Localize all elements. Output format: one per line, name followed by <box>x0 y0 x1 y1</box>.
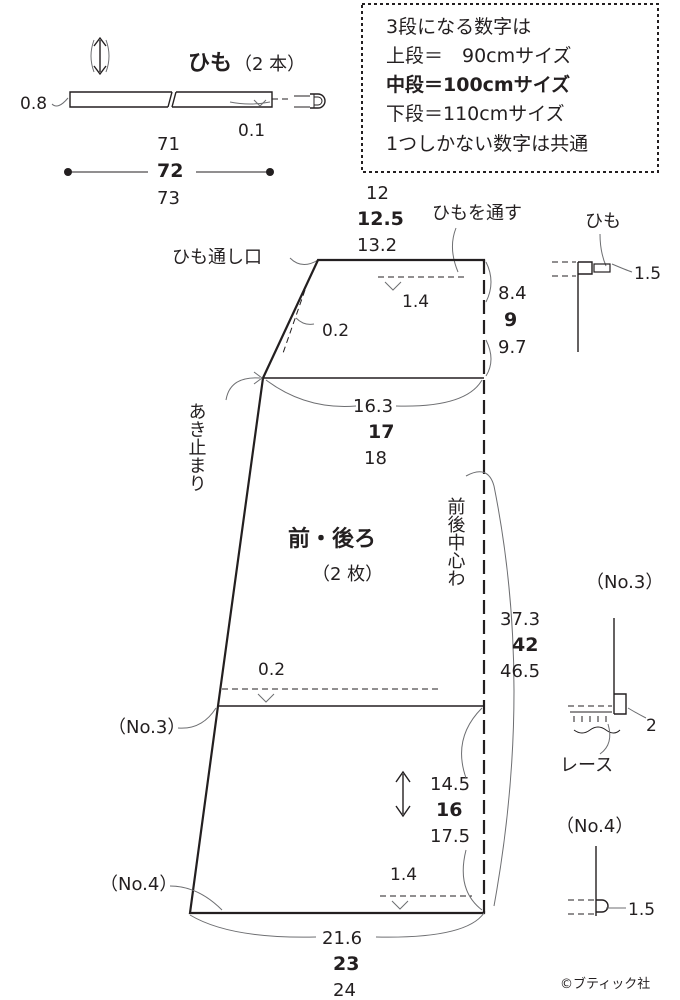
yoke-width-100: 17 <box>368 421 394 443</box>
cord-count: （2 本） <box>234 54 305 75</box>
legend-line-1: 3段になる数字は <box>386 16 531 38</box>
pass-cord-label: ひもを通す <box>432 203 522 224</box>
top-width-90: 12 <box>366 183 389 204</box>
casing-height-90: 8.4 <box>498 283 527 304</box>
length-110: 46.5 <box>500 661 540 682</box>
casing-seam-label: 1.4 <box>402 292 429 312</box>
cord-piece: ひも （2 本） 0.8 0.1 71 72 73 <box>20 36 326 209</box>
double-arrow-icon <box>395 770 411 818</box>
no4-left-label: （No.4） <box>100 874 177 895</box>
legend-line-3: 中段＝100cmサイズ <box>386 73 570 96</box>
hem-width-90: 21.6 <box>322 928 362 949</box>
detail-cord-label: ひも <box>585 211 621 232</box>
double-arrow-icon <box>90 36 110 76</box>
piece-count: （2 枚） <box>312 564 383 585</box>
detail-no4-label: （No.4） <box>556 816 633 837</box>
legend-line-5: 1つしかない数字は共通 <box>386 133 588 155</box>
top-width-110: 13.2 <box>357 235 397 256</box>
detail-lace: （No.3） 2 レース <box>560 572 663 776</box>
open-stop-label: あき止まり <box>186 402 207 492</box>
cord-opening-label: ひも通し口 <box>172 247 262 268</box>
tier-height-100: 16 <box>436 799 462 821</box>
detail-lace-allow: 2 <box>646 716 657 736</box>
legend-line-4: 下段＝110cmサイズ <box>386 103 565 125</box>
hem-width-100: 23 <box>333 953 359 975</box>
cord-title: ひも <box>188 51 232 76</box>
copyright: ©ブティック社 <box>560 976 650 992</box>
detail-hem-allow: 1.5 <box>628 900 655 920</box>
tier-height-90: 14.5 <box>430 774 470 795</box>
cord-len-90: 71 <box>157 134 180 155</box>
slant-seam-label: 0.2 <box>322 321 349 341</box>
casing-height-100: 9 <box>504 309 517 331</box>
piece-name: 前・後ろ <box>288 526 376 552</box>
cord-cross-section <box>294 93 326 109</box>
length-90: 37.3 <box>500 609 540 630</box>
yoke-width-90: 16.3 <box>353 396 393 417</box>
cord-fold-label: 0.1 <box>238 121 265 141</box>
casing-height-110: 9.7 <box>498 337 527 358</box>
top-width-100: 12.5 <box>357 208 404 230</box>
cord-len-100: 72 <box>157 160 183 182</box>
no3-left-label: （No.3） <box>108 717 185 738</box>
detail-cord-casing: ひも 1.5 <box>552 211 661 352</box>
legend-box: 3段になる数字は 上段＝ 90cmサイズ 中段＝100cmサイズ 下段＝110c… <box>361 3 659 173</box>
tier-seam-label: 0.2 <box>258 660 285 680</box>
detail-cord-allow: 1.5 <box>634 264 661 284</box>
tier-height-110: 17.5 <box>430 826 470 847</box>
hem-width-110: 24 <box>333 980 356 1000</box>
center-fold-label: 前後中心わ <box>445 497 466 587</box>
detail-no3-label: （No.3） <box>586 572 663 593</box>
detail-hem: （No.4） 1.5 <box>556 816 655 920</box>
cord-len-110: 73 <box>157 188 180 209</box>
yoke-width-110: 18 <box>364 448 387 469</box>
cord-width-label: 0.8 <box>20 94 47 114</box>
length-100: 42 <box>512 634 538 656</box>
legend-line-2: 上段＝ 90cmサイズ <box>386 45 572 67</box>
detail-lace-label: レース <box>560 755 613 776</box>
hem-seam-label: 1.4 <box>390 865 417 885</box>
main-pattern-piece: 12 12.5 13.2 ひもを通す ひも通し口 1.4 8.4 9 9.7 0… <box>100 183 540 1000</box>
